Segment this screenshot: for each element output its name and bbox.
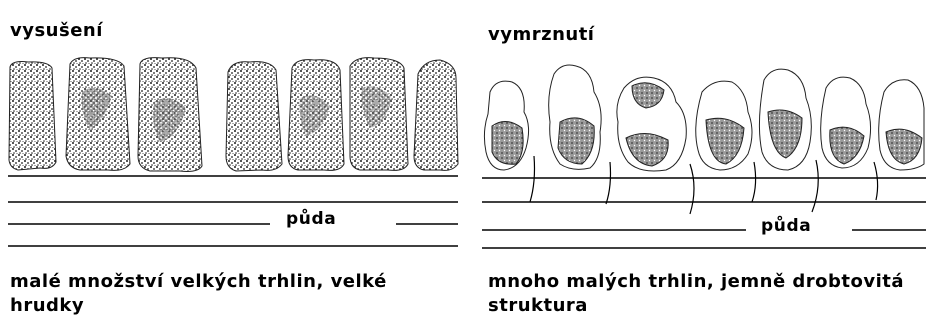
panel-caption: malé množství velkých trhlin, velké hrud… <box>10 270 450 318</box>
soil-aggregates <box>484 65 924 171</box>
soil-label: půda <box>282 209 340 229</box>
drying-illustration <box>0 52 462 252</box>
panel-caption: mnoho malých trhlin, jemně drobtovitá st… <box>488 270 928 318</box>
panel-freezing: vymrznutí <box>476 0 928 320</box>
soil-clods <box>9 58 458 172</box>
soil-lines <box>482 178 926 248</box>
panel-title: vysušení <box>10 20 103 41</box>
freezing-illustration <box>476 52 928 252</box>
clod <box>414 60 458 170</box>
clod <box>226 62 282 171</box>
panel-title: vymrznutí <box>488 24 594 45</box>
soil-label: půda <box>757 216 815 236</box>
clod <box>9 62 56 170</box>
soil-lines <box>8 176 458 246</box>
panel-drying: vysušení <box>0 0 462 320</box>
